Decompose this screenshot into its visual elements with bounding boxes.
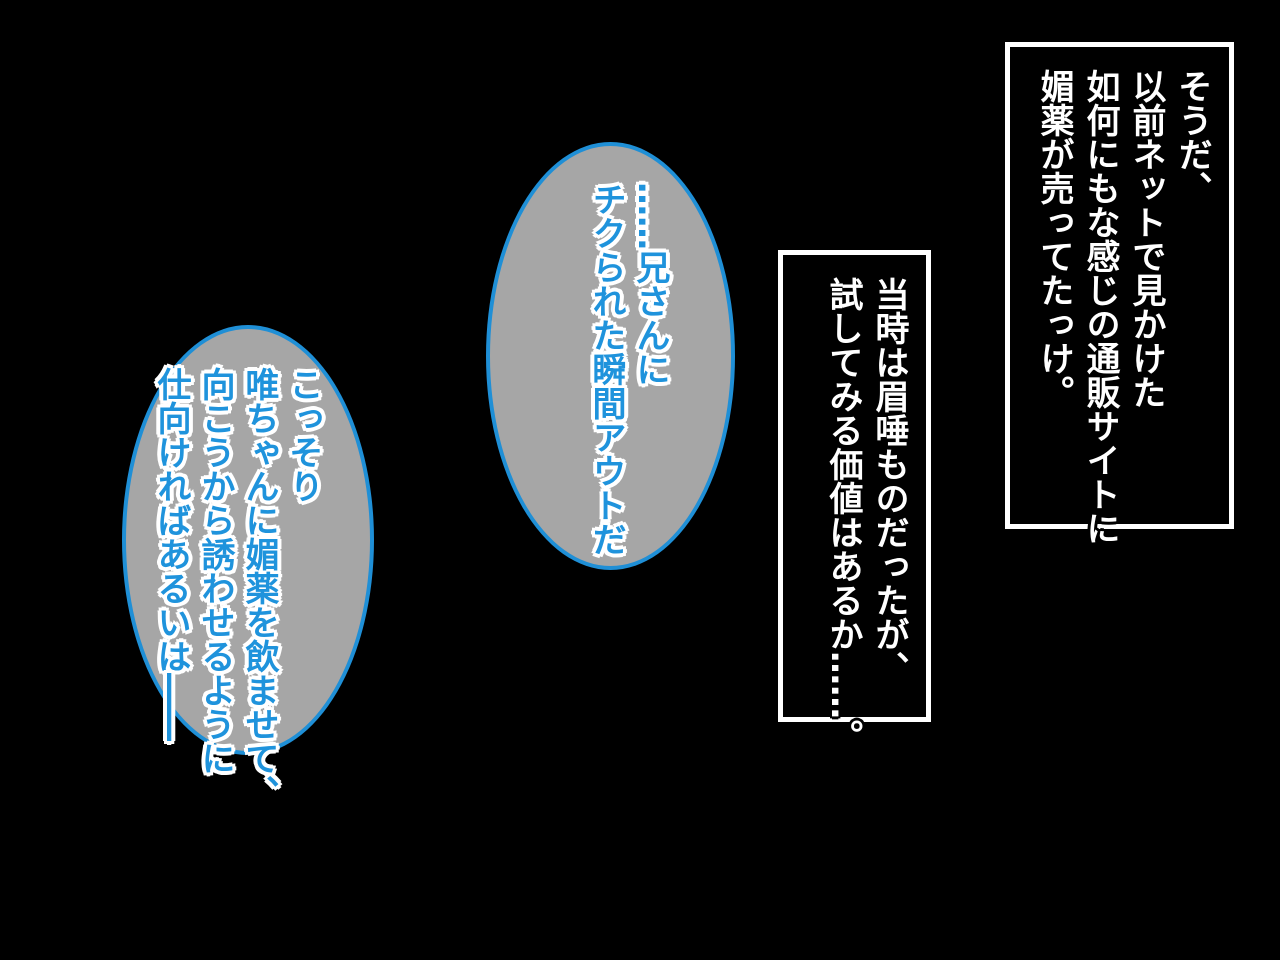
thought-bubble-1: ……兄さんに チクられた瞬間アウトだ: [486, 142, 735, 570]
narration-line: 当時は眉唾ものだったが、: [869, 277, 909, 685]
narration-text-2: 当時は眉唾ものだったが、 試してみる価値はあるか……。: [814, 277, 909, 753]
thought-line: こっそり: [283, 367, 323, 503]
thought-bubble-2: こっそり 唯ちゃんに媚薬を飲ませて、 向こうから誘わせるように 仕向ければあるい…: [122, 325, 374, 809]
thought-line: 唯ちゃんに媚薬を飲ませて、: [239, 367, 279, 809]
thought-line: ……兄さんに: [630, 182, 670, 386]
narration-box-1: そうだ、 以前ネットで見かけた 如何にもな感じの通販サイトに 媚薬が売ってたっけ…: [1005, 42, 1234, 545]
narration-line: 如何にもな感じの通販サイトに: [1080, 69, 1120, 545]
thought-text-1: ……兄さんに チクられた瞬間アウトだ: [579, 182, 670, 556]
thought-text-2: こっそり 唯ちゃんに媚薬を飲ませて、 向こうから誘わせるように 仕向ければあるい…: [144, 367, 323, 809]
narration-line: 媚薬が売ってたっけ。: [1034, 69, 1074, 409]
thought-line: 仕向ければあるいは――: [151, 367, 191, 741]
narration-line: 以前ネットで見かけた: [1126, 69, 1166, 409]
narration-box-2: 当時は眉唾ものだったが、 試してみる価値はあるか……。: [778, 250, 931, 753]
thought-line: チクられた瞬間アウトだ: [586, 182, 626, 556]
thought-line: 向こうから誘わせるように: [195, 367, 235, 775]
narration-text-1: そうだ、 以前ネットで見かけた 如何にもな感じの通販サイトに 媚薬が売ってたっけ…: [1025, 69, 1212, 545]
narration-line: そうだ、: [1172, 69, 1212, 205]
narration-line: 試してみる価値はあるか……。: [823, 277, 863, 753]
